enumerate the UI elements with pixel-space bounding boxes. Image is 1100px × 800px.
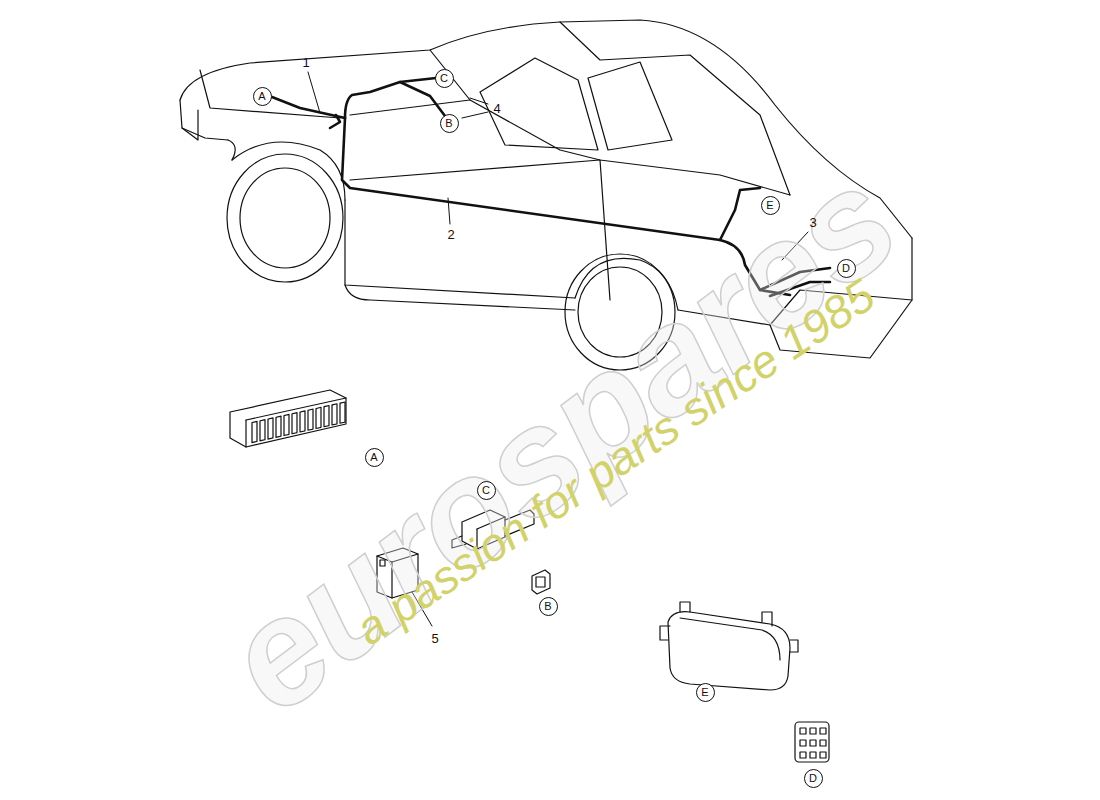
- callout-circle: C: [477, 481, 496, 500]
- fuse-box: [230, 390, 346, 447]
- callout-number: 1: [302, 55, 309, 70]
- tail-lamp-unit: [660, 602, 798, 690]
- callout-letter: B: [445, 118, 452, 129]
- callout-circle: E: [696, 683, 715, 702]
- callout-letter: C: [482, 485, 490, 496]
- callout-circle: A: [365, 448, 384, 467]
- callout-letter: E: [701, 687, 708, 698]
- callout-letter: D: [842, 263, 850, 274]
- callout-number: 3: [809, 215, 816, 230]
- callout-circle: A: [253, 87, 272, 106]
- callout-circle: E: [761, 196, 780, 215]
- callout-circle: D: [837, 259, 856, 278]
- callout-circle: D: [804, 769, 823, 788]
- callout-number: 5: [431, 631, 438, 646]
- switch: [532, 570, 550, 594]
- callout-circle: B: [539, 597, 558, 616]
- callout-letter: A: [370, 452, 377, 463]
- callout-number: 2: [447, 227, 454, 242]
- watermark: eurospares: [193, 134, 927, 747]
- callout-number: 4: [493, 101, 500, 116]
- callout-letter: E: [766, 200, 773, 211]
- callout-circle: C: [435, 69, 454, 88]
- multi-pin-connector: [795, 722, 829, 762]
- callout-letter: C: [440, 73, 448, 84]
- callout-letter: D: [809, 773, 817, 784]
- callout-letter: A: [258, 91, 265, 102]
- callout-circle: B: [440, 114, 459, 133]
- callout-letter: B: [544, 601, 551, 612]
